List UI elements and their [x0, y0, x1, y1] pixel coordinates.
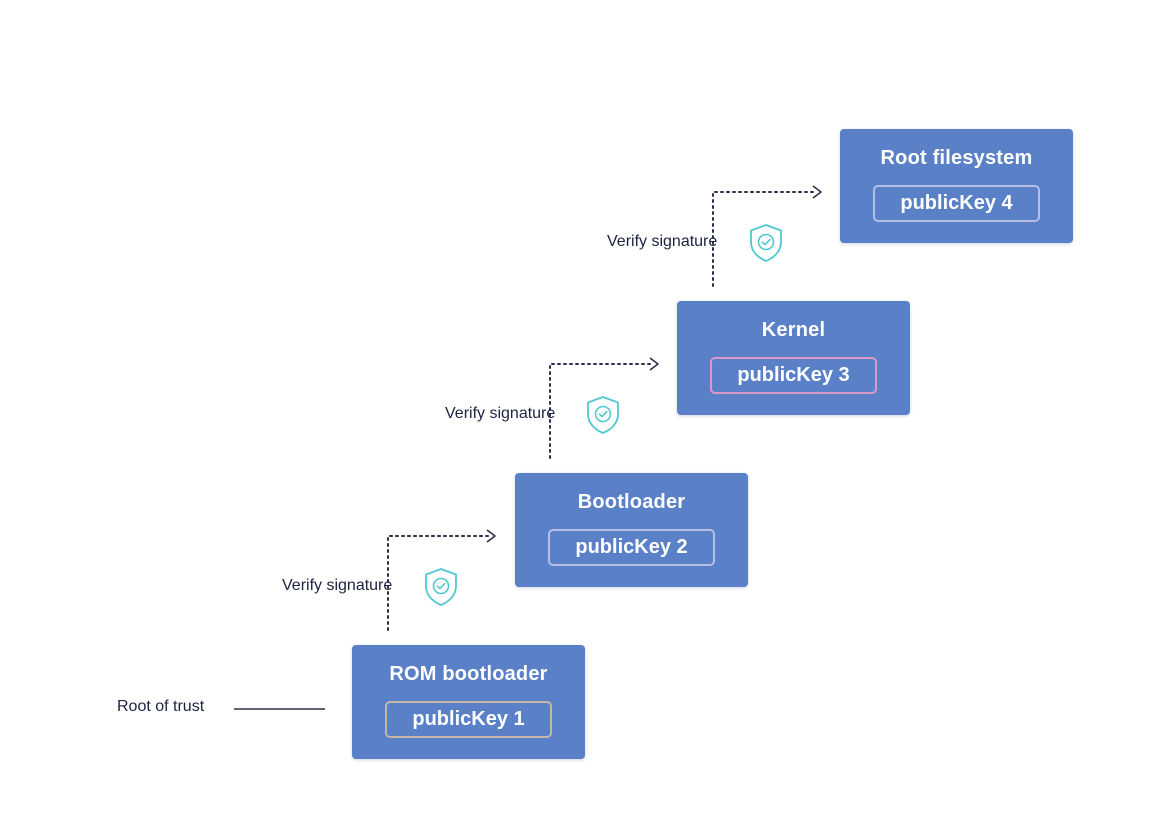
arrow-right-icon	[812, 185, 822, 199]
verify-connector-1	[387, 529, 496, 631]
shield-check-icon	[587, 396, 619, 434]
public-key-chip: publicKey 3	[710, 357, 877, 394]
verify-connector-3	[712, 185, 822, 287]
shield-check-icon	[425, 568, 457, 606]
stage-title: ROM bootloader	[389, 663, 548, 685]
stage-root-filesystem: Root filesystem publicKey 4	[840, 129, 1073, 243]
verify-signature-label-3: Verify signature	[607, 233, 718, 250]
root-of-trust-label: Root of trust	[117, 698, 205, 715]
shield-check-icon	[750, 224, 782, 262]
stage-title: Bootloader	[577, 491, 686, 513]
stage-kernel: Kernel publicKey 3	[677, 301, 910, 415]
verify-connector-2	[549, 357, 659, 459]
stage-rom-bootloader: ROM bootloader publicKey 1	[352, 645, 585, 759]
public-key-chip: publicKey 1	[385, 701, 552, 738]
stage-title: Root filesystem	[880, 147, 1033, 169]
stage-bootloader: Bootloader publicKey 2	[515, 473, 748, 587]
public-key-chip: publicKey 2	[548, 529, 715, 566]
arrow-right-icon	[486, 529, 496, 543]
arrow-right-icon	[649, 357, 659, 371]
verify-signature-label-1: Verify signature	[282, 577, 393, 594]
public-key-chip: publicKey 4	[873, 185, 1040, 222]
stage-title: Kernel	[761, 319, 826, 341]
verify-signature-label-2: Verify signature	[445, 405, 556, 422]
